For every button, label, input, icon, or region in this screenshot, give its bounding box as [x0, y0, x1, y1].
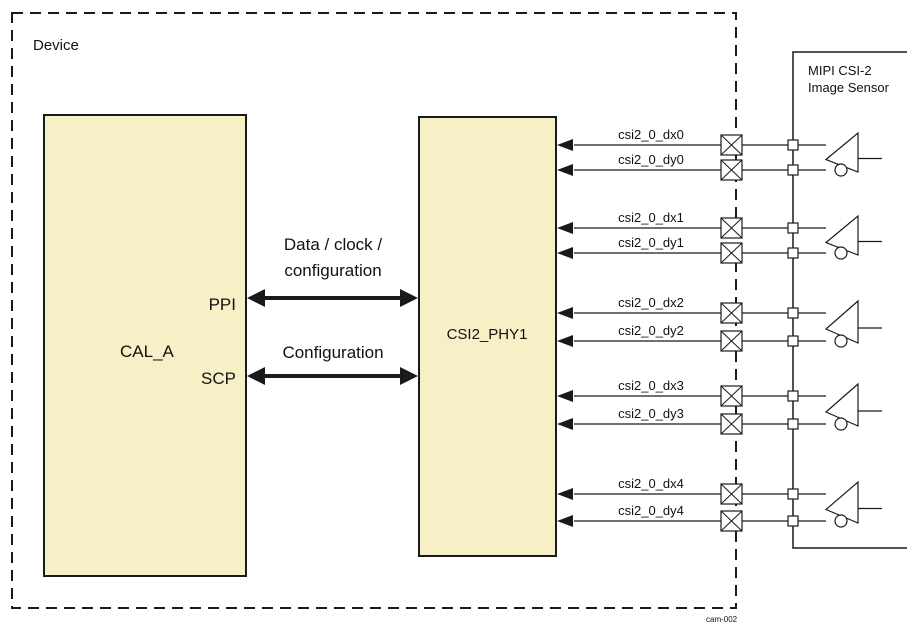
device-label: Device	[33, 37, 79, 54]
sensor-pin	[787, 488, 799, 500]
signal-arrowhead	[557, 390, 573, 402]
signal-label-dy: csi2_0_dy3	[618, 406, 684, 421]
io-pad-cross	[720, 385, 743, 407]
signal-label-dx: csi2_0_dx0	[618, 127, 684, 142]
device-boundary	[11, 12, 737, 609]
sensor-pin	[787, 390, 799, 402]
data-bus-label-line1: Data / clock /	[284, 235, 383, 254]
signal-arrowhead	[557, 418, 573, 430]
sensor-label-line2: Image Sensor	[808, 80, 890, 95]
lane-signals: csi2_0_dx0 csi2_0_dy0 csi2_0_dx1 csi2_0_dy1…	[557, 127, 882, 532]
cal-a-block	[43, 114, 247, 577]
inversion-bubble	[834, 334, 848, 348]
sensor-pin	[787, 222, 799, 234]
signal-arrowhead	[557, 247, 573, 259]
signal-label-dx: csi2_0_dx2	[618, 295, 684, 310]
io-pad-cross	[720, 330, 743, 352]
sensor-pin	[787, 307, 799, 319]
scp-bus	[247, 367, 418, 385]
signal-arrowhead	[557, 222, 573, 234]
data-bus-label-line2: configuration	[284, 261, 381, 280]
io-pad-cross	[720, 217, 743, 239]
image-sensor-box	[792, 51, 907, 549]
io-pad-cross	[720, 510, 743, 532]
inversion-bubble	[834, 163, 848, 177]
io-pad-cross	[720, 242, 743, 264]
signal-label-dx: csi2_0_dx4	[618, 476, 684, 491]
signal-label-dy: csi2_0_dy4	[618, 503, 684, 518]
signal-label-dx: csi2_0_dx3	[618, 378, 684, 393]
signal-label-dy: csi2_0_dy0	[618, 152, 684, 167]
io-pad-cross	[720, 159, 743, 181]
signal-label-dy: csi2_0_dy2	[618, 323, 684, 338]
ppi-bus	[247, 289, 418, 307]
scp-port-label: SCP	[201, 369, 236, 388]
signal-arrowhead	[557, 515, 573, 527]
signal-label-dx: csi2_0_dx1	[618, 210, 684, 225]
io-pad-cross	[720, 483, 743, 505]
signal-arrowhead	[557, 335, 573, 347]
sensor-pin	[787, 139, 799, 151]
signal-arrowhead	[557, 164, 573, 176]
signal-arrowhead	[557, 488, 573, 500]
io-pad-cross	[720, 134, 743, 156]
io-pad-cross	[720, 302, 743, 324]
csi2-phy1-label: CSI2_PHY1	[447, 326, 528, 343]
inversion-bubble	[834, 246, 848, 260]
sensor-pin	[787, 515, 799, 527]
io-pad-cross	[720, 413, 743, 435]
sensor-pin	[787, 335, 799, 347]
figure-id: cam-002	[706, 615, 738, 624]
inversion-bubble	[834, 417, 848, 431]
signal-label-dy: csi2_0_dy1	[618, 235, 684, 250]
cal-a-label: CAL_A	[120, 342, 175, 361]
csi2-phy1-block	[418, 116, 557, 557]
sensor-pin	[787, 418, 799, 430]
sensor-label-line1: MIPI CSI-2	[808, 63, 872, 78]
sensor-pin	[787, 164, 799, 176]
config-bus-label: Configuration	[282, 343, 383, 362]
signal-arrowhead	[557, 307, 573, 319]
inversion-bubble	[834, 514, 848, 528]
sensor-pin	[787, 247, 799, 259]
ppi-port-label: PPI	[209, 295, 236, 314]
signal-arrowhead	[557, 139, 573, 151]
